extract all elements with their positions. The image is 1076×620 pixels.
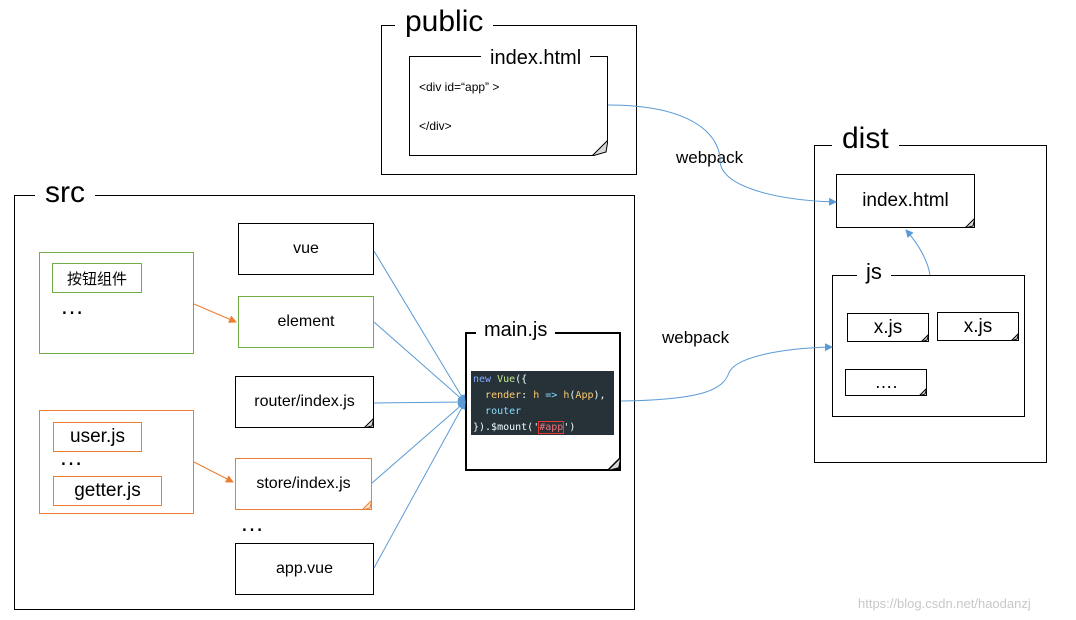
src-frame [14,195,635,610]
dist-xjs-label-1: x.js [873,316,903,338]
component-group [39,252,194,354]
dist-xjs-box-2: x.js [937,312,1019,341]
public-index-file: <div id=“app” > </div> [409,56,608,156]
dist-index-box: index.html [836,174,975,228]
store-module-group [39,410,194,514]
dist-frame [814,145,1047,463]
user-js-box: user.js [53,422,142,452]
src-frame-title: src [35,177,95,209]
public-index-title: index.html [481,46,591,70]
dist-xjs-label-2: x.js [963,315,993,337]
page-fold-icon [364,418,374,428]
public-index-line2: </div> [419,119,452,133]
page-fold-icon [362,500,372,510]
public-index-line1: <div id=“app” > [419,80,500,94]
arrow-js-to-index [905,229,931,276]
arrow-main-to-dist [620,343,833,402]
page-fold-icon [592,140,608,156]
arrow-component-to-element [193,303,237,323]
dist-index-label: index.html [862,190,949,211]
page-fold-icon [921,334,929,342]
webpack-label-top: webpack [676,148,744,167]
getter-js-box: getter.js [53,476,162,506]
main-js-code: new Vue({ render: h => h(App), router })… [471,371,614,435]
webpack-label-bottom: webpack [662,328,730,347]
public-frame-title: public [395,6,494,38]
arrow-vue-to-main [373,250,466,403]
page-fold-icon [1011,333,1019,341]
arrow-public-to-dist [607,104,837,206]
app-vue-box: app.vue [235,543,374,595]
watermark: https://blog.csdn.net/haodanzj [858,596,1031,611]
arrow-store-to-main [371,401,466,484]
dist-more-box: …. [845,369,927,396]
page-fold-icon [919,388,927,396]
main-js-title: main.js [476,318,556,342]
button-component-box: 按钮组件 [52,263,142,293]
dist-js-title: js [857,259,891,285]
dist-more-label: …. [874,372,898,392]
arrow-modules-to-store [193,461,234,483]
mount-target-highlight: #app [538,421,565,434]
public-frame [381,25,637,175]
arrow-app-to-main [373,401,466,569]
dependency-arrows [371,104,931,569]
dist-xjs-box-1: x.js [847,313,929,342]
vue-box: vue [238,223,374,275]
import-arrows [193,303,237,483]
store-index-box: store/index.js [235,458,372,510]
arrow-element-to-main [373,321,466,403]
router-index-box: router/index.js [235,376,374,428]
store-index-label: store/index.js [256,475,351,492]
dist-frame-title: dist [832,123,899,155]
page-fold-icon [965,218,975,228]
arrow-router-to-main [373,398,466,407]
page-fold-icon [607,457,621,471]
element-box: element [238,296,374,348]
router-index-label: router/index.js [254,393,355,410]
